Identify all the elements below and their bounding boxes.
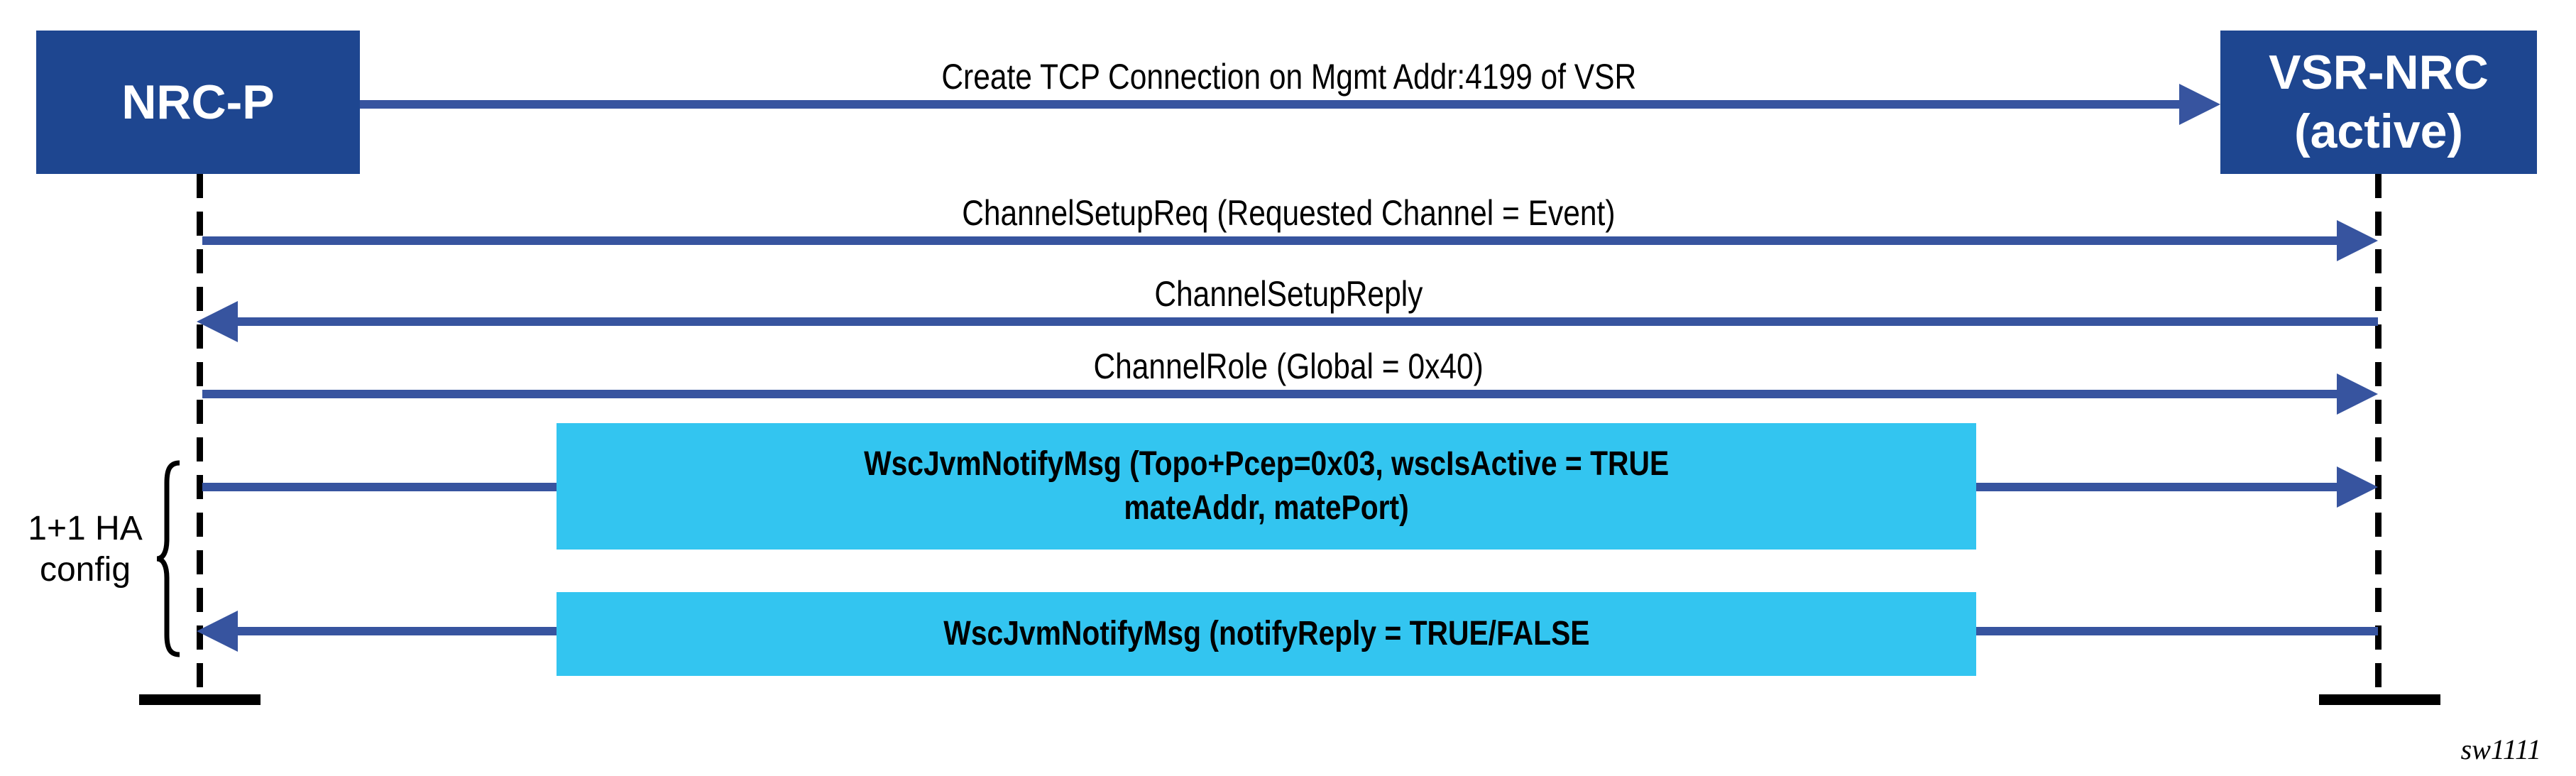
ha-config-label-line1: 1+1 HA — [28, 510, 143, 547]
lifeline-end-nrc-p — [139, 694, 261, 705]
actor-label-nrc-p: NRC-P — [121, 75, 275, 129]
message-arrow-channel-setup-req — [202, 236, 2338, 245]
message-arrow-channel-setup-reply — [236, 317, 2378, 326]
lifeline-vsr-nrc — [2375, 174, 2382, 694]
arrowhead-left-icon — [197, 611, 238, 652]
ha-config-brace-icon — [156, 460, 180, 657]
actor-box-nrc-p: NRC-P — [36, 31, 360, 174]
highlight-box-wsc-jvm-notify: WscJvmNotifyMsg (Topo+Pcep=0x03, wscIsAc… — [557, 423, 1976, 550]
lifeline-end-vsr-nrc — [2319, 694, 2440, 705]
arrowhead-left-icon — [197, 301, 238, 342]
message-arrow-channel-role — [202, 390, 2338, 398]
highlight-label-line2: mateAddr, matePort) — [1124, 489, 1409, 527]
highlight-label-line1: WscJvmNotifyMsg (Topo+Pcep=0x03, wscIsAc… — [863, 445, 1670, 483]
figure-caption: sw1111 — [2460, 733, 2541, 765]
arrowhead-right-icon — [2337, 373, 2378, 415]
message-label-channel-setup-reply: ChannelSetupReply — [1154, 274, 1423, 314]
ha-config-label: 1+1 HA config — [7, 508, 163, 591]
highlight-box-wsc-jvm-notify-reply: WscJvmNotifyMsg (notifyReply = TRUE/FALS… — [557, 592, 1976, 676]
arrowhead-right-icon — [2337, 466, 2378, 508]
ha-config-label-line2: config — [39, 551, 131, 589]
actor-label-vsr-nrc-line2: (active) — [2293, 104, 2464, 158]
arrowhead-right-icon — [2337, 220, 2378, 261]
message-label-create-tcp: Create TCP Connection on Mgmt Addr:4199 … — [941, 57, 1636, 97]
message-label-channel-role: ChannelRole (Global = 0x40) — [1093, 346, 1484, 386]
message-arrow-create-tcp — [360, 100, 2181, 109]
actor-label-vsr-nrc-line1: VSR-NRC — [2269, 45, 2489, 100]
highlight-reply-label: WscJvmNotifyMsg (notifyReply = TRUE/FALS… — [943, 615, 1590, 652]
message-label-channel-setup-req: ChannelSetupReq (Requested Channel = Eve… — [962, 193, 1616, 233]
lifeline-nrc-p — [197, 174, 203, 694]
arrowhead-right-icon — [2179, 84, 2220, 125]
actor-box-vsr-nrc: VSR-NRC (active) — [2220, 31, 2537, 174]
